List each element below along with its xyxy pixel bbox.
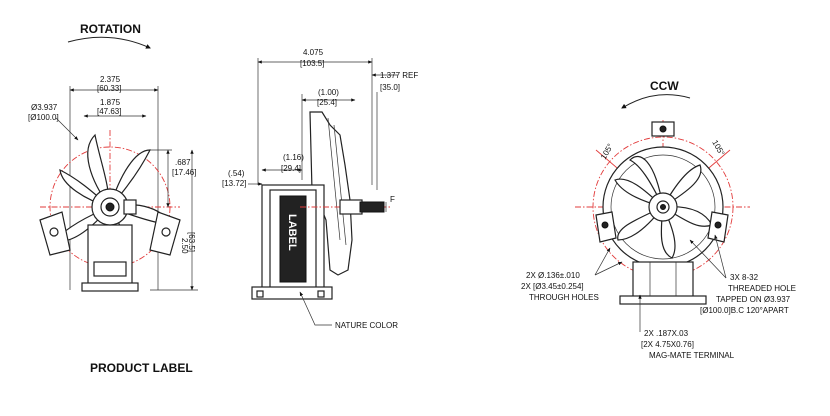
holes-note-line3: THROUGH HOLES bbox=[529, 293, 599, 302]
ccw-label: CCW bbox=[650, 79, 679, 93]
dim-length: 4.075 bbox=[303, 48, 324, 57]
dim-width-outer-mm: [60.33] bbox=[97, 84, 121, 93]
ccw-arrow-icon bbox=[621, 94, 691, 109]
rear-view: CCW 105° 105° bbox=[521, 79, 796, 360]
dim-base: (.54) bbox=[228, 169, 245, 178]
dim-shaft: (1.00) bbox=[318, 88, 339, 97]
dim-diameter-mm: [Ø100.0] bbox=[28, 113, 59, 122]
rotation-label: ROTATION bbox=[80, 22, 141, 36]
shaft-mark: F bbox=[390, 195, 395, 204]
angle-right: 105° bbox=[710, 139, 726, 158]
dim-height-mm: [63.5] bbox=[187, 232, 196, 252]
front-view: ROTATION 2.375 [60.33] 1.875 [47.63] Ø3.… bbox=[28, 22, 198, 292]
dim-height: 2.50 bbox=[180, 238, 189, 254]
terminal-note-line2: [2X 4.75X0.76] bbox=[641, 340, 694, 349]
terminal-note-line3: MAG-MATE TERMINAL bbox=[649, 351, 735, 360]
dim-ref-mm: [35.0] bbox=[380, 83, 400, 92]
thread-note-line2: THREADED HOLE bbox=[728, 284, 796, 293]
dim-stack: (1.16) bbox=[283, 153, 304, 162]
holes-note-line2: 2X [Ø3.45±0.254] bbox=[521, 282, 584, 291]
product-label-caption: PRODUCT LABEL bbox=[90, 361, 193, 375]
dim-diameter: Ø3.937 bbox=[31, 103, 58, 112]
holes-note-line1: 2X Ø.136±.010 bbox=[526, 271, 580, 280]
thread-note-line4: [Ø100.0]B.C 120°APART bbox=[700, 306, 789, 315]
thread-note-line1: 3X 8-32 bbox=[730, 273, 759, 282]
label-text: LABEL bbox=[286, 214, 298, 251]
dim-offset-mm: [17.46] bbox=[172, 168, 196, 177]
dim-shaft-mm: [25.4] bbox=[317, 98, 337, 107]
terminal-note-line1: 2X .187X.03 bbox=[644, 329, 689, 338]
thread-note-line3: TAPPED ON Ø3.937 bbox=[716, 295, 791, 304]
dim-base-mm: [13.72] bbox=[222, 179, 246, 188]
side-view: 4.075 [103.5] 1.377 REF [35.0] (1.00) [2… bbox=[222, 48, 418, 330]
dim-width-inner: 1.875 bbox=[100, 98, 121, 107]
dim-stack-mm: [29.4] bbox=[281, 164, 301, 173]
dim-width-outer: 2.375 bbox=[100, 75, 121, 84]
dim-ref: 1.377 REF bbox=[380, 71, 418, 80]
rotation-arrow-icon bbox=[67, 36, 151, 49]
dim-offset: .687 bbox=[175, 158, 191, 167]
dim-length-mm: [103.5] bbox=[300, 59, 324, 68]
dim-width-inner-mm: [47.63] bbox=[97, 107, 121, 116]
nature-color-note: NATURE COLOR bbox=[335, 321, 398, 330]
